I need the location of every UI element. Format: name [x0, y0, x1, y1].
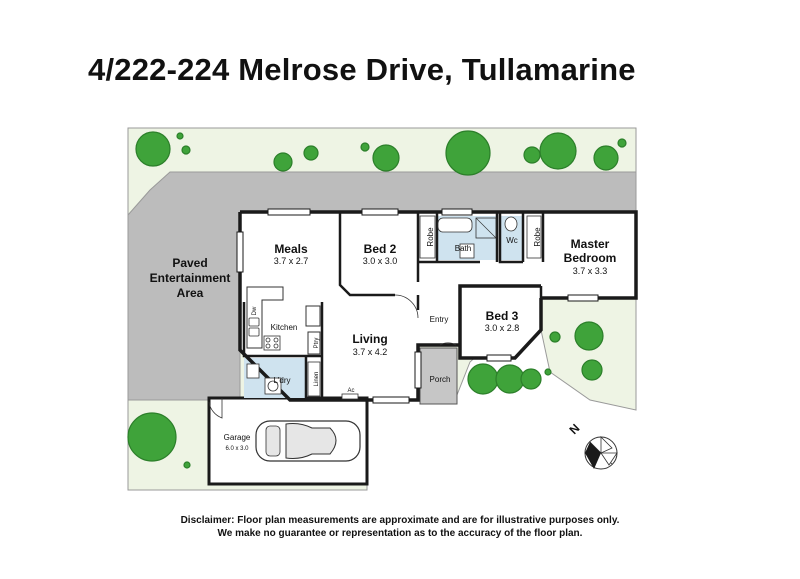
master-label-line1: Master	[571, 237, 610, 251]
trees	[127, 130, 627, 469]
sink-icon	[248, 317, 260, 337]
tree-icon	[574, 321, 604, 351]
compass-north-label: N	[567, 421, 583, 437]
ac-unit	[341, 393, 359, 400]
north-compass: N	[567, 421, 618, 470]
tree-icon	[495, 364, 525, 394]
interior-walls	[242, 212, 545, 398]
tree-icon	[176, 132, 184, 140]
toilet-icon	[504, 216, 518, 232]
entry-label: Entry	[430, 315, 449, 324]
disclaimer: Disclaimer: Floor plan measurements are …	[0, 514, 800, 540]
bathtub-icon	[437, 217, 473, 233]
tree-icon	[183, 461, 191, 469]
meals-dims: 3.7 x 2.7	[274, 256, 309, 266]
tree-icon	[617, 138, 627, 148]
tree-icon	[127, 412, 177, 462]
tree-icon	[372, 144, 400, 172]
living-dims: 3.7 x 4.2	[353, 347, 388, 357]
outdoor-label-line1: Paved	[172, 256, 207, 270]
tree-icon	[581, 359, 603, 381]
bath-label: Bath	[455, 244, 471, 253]
tree-icon	[523, 146, 541, 164]
kitchen-bench	[246, 286, 284, 349]
washer-icon	[264, 377, 282, 395]
cooktop-icon	[263, 335, 281, 351]
pantry-cupboard	[307, 331, 321, 355]
dw-label: Dw	[252, 306, 258, 315]
tree-icon	[273, 152, 293, 172]
vanity-icon	[459, 243, 475, 259]
outdoor-label-line3: Area	[177, 286, 204, 300]
master-label-line2: Bedroom	[564, 251, 617, 265]
living-label: Living	[352, 332, 387, 346]
bed2-dims: 3.0 x 3.0	[363, 256, 398, 266]
ac-label: Ac	[347, 388, 354, 394]
tree-icon	[549, 331, 561, 343]
garage-dims: 6.0 x 3.0	[225, 446, 249, 452]
doors	[208, 294, 457, 419]
tree-icon	[445, 130, 491, 176]
garage-label: Garage	[224, 433, 251, 442]
laundry-label: L'dry	[273, 376, 290, 385]
porch-label: Porch	[430, 375, 451, 384]
bed3-dims: 3.0 x 2.8	[485, 323, 520, 333]
tree-icon	[181, 145, 191, 155]
tree-icon	[539, 132, 577, 170]
robe-bed2	[419, 215, 436, 259]
kitchen-label: Kitchen	[271, 323, 298, 332]
fridge-icon	[305, 305, 321, 327]
tree-icon	[520, 368, 542, 390]
bed3-label: Bed 3	[486, 309, 519, 323]
laundry-tub-icon	[246, 363, 260, 379]
linen-label: Linen	[314, 372, 320, 387]
tree-icon	[467, 363, 499, 395]
tree-icon	[360, 142, 370, 152]
wc-label: Wc	[506, 236, 518, 245]
room-labels: Paved Entertainment Area Meals 3.7 x 2.7…	[150, 227, 617, 452]
tree-icon	[544, 368, 552, 376]
robe-master	[526, 215, 542, 259]
porch-area	[419, 347, 458, 405]
shower-icon	[475, 217, 497, 239]
bed2-label: Bed 2	[364, 242, 397, 256]
tree-icon	[303, 145, 319, 161]
car-icon	[255, 420, 361, 462]
robe-master-label: Robe	[533, 227, 542, 247]
disclaimer-line1: Disclaimer: Floor plan measurements are …	[180, 515, 620, 526]
page-title: 4/222-224 Melrose Drive, Tullamarine	[88, 52, 636, 87]
pantry-label: Ptry	[314, 338, 320, 349]
master-dims: 3.7 x 3.3	[573, 266, 608, 276]
windows	[236, 208, 599, 404]
disclaimer-line2: We make no guarantee or representation a…	[217, 528, 583, 539]
meals-label: Meals	[274, 242, 308, 256]
linen-cupboard	[307, 361, 321, 397]
tree-icon	[135, 131, 171, 167]
outdoor-label-line2: Entertainment	[150, 271, 231, 285]
tree-icon	[593, 145, 619, 171]
robe-bed2-label: Robe	[426, 227, 435, 247]
